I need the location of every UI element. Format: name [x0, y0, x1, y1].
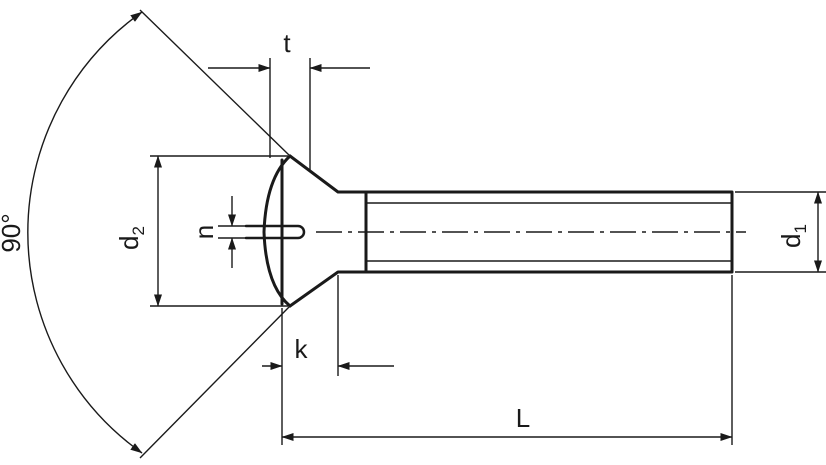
d2-label-subscript: 2 [129, 226, 148, 235]
screw-slot [244, 224, 306, 240]
thread-lines [366, 202, 732, 262]
d1-label-main: d [776, 234, 806, 248]
angle-label: 90° [0, 213, 26, 252]
screw-head-dome [262, 154, 292, 308]
L-label: L [516, 403, 530, 433]
d2-label-main: d [114, 236, 144, 250]
screw-head-countersink [288, 154, 734, 308]
t-label: t [283, 28, 291, 58]
extension-lines [139, 9, 826, 459]
dimension-labels: 90° t d2 n k d1 L [0, 28, 810, 433]
d1-label-subscript: 1 [791, 224, 810, 233]
dimension-lines [27, 11, 822, 454]
svg-text:d2: d2 [114, 226, 148, 250]
k-label: k [295, 334, 309, 364]
n-label: n [189, 225, 219, 239]
extension-line-angle-upper [139, 9, 291, 157]
extension-line-angle-lower [139, 305, 291, 459]
d2-label: d2 [114, 226, 148, 250]
svg-text:d1: d1 [776, 224, 810, 248]
screw-outline [244, 154, 734, 308]
dimension-angle-arc [27, 11, 143, 454]
d1-label: d1 [776, 224, 810, 248]
